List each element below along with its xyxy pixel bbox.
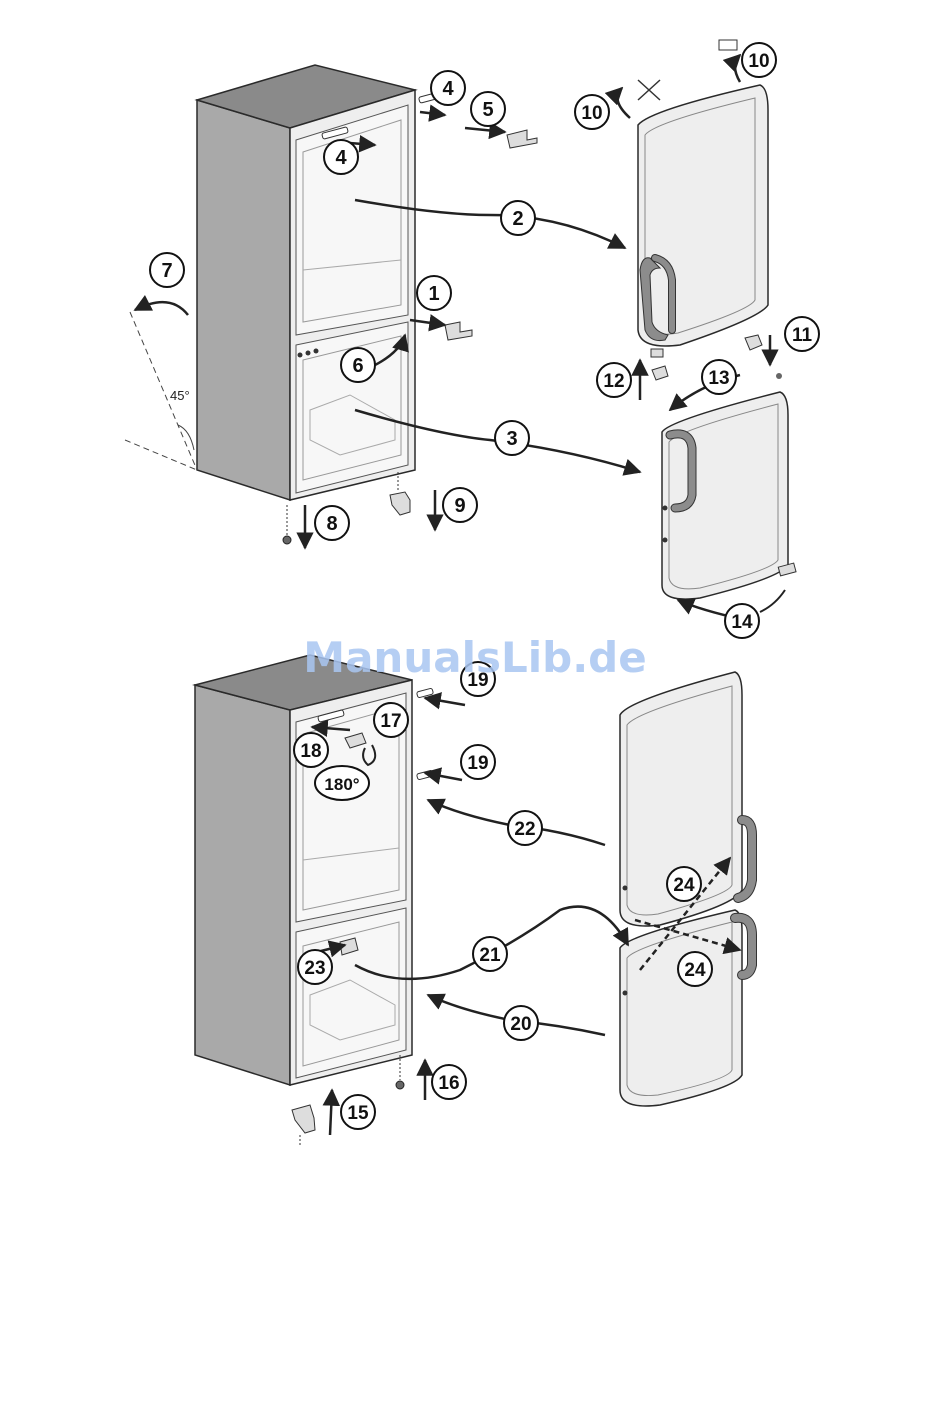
svg-text:18: 18 (300, 741, 321, 762)
step-7-marker: 7 (150, 253, 184, 287)
step-18-marker: 18 (294, 733, 328, 767)
svg-text:5: 5 (482, 99, 493, 121)
step-10-marker-right: 10 (742, 43, 776, 77)
svg-text:21: 21 (479, 945, 501, 966)
svg-text:10: 10 (581, 103, 602, 124)
step-14-marker: 14 (725, 604, 759, 638)
step-15-marker: 15 (341, 1095, 375, 1129)
watermark-text: ManualsLib.de (303, 633, 646, 682)
svg-text:14: 14 (731, 612, 753, 633)
step-4-marker-lower: 4 (324, 140, 358, 174)
step-22-marker: 22 (508, 811, 542, 845)
svg-text:22: 22 (514, 819, 535, 840)
upper-door-removed (638, 85, 768, 346)
fridge-cabinet-top-diagram (197, 65, 415, 500)
step-1-marker: 1 (417, 276, 451, 310)
tilt-angle-guide: 45° (125, 312, 197, 470)
step-20-marker: 20 (504, 1006, 538, 1040)
svg-text:17: 17 (380, 711, 401, 732)
svg-text:15: 15 (347, 1103, 369, 1124)
lower-door-reinstalled (620, 910, 752, 1106)
svg-text:8: 8 (326, 513, 337, 535)
svg-text:1: 1 (428, 283, 439, 305)
step-12-marker: 12 (597, 363, 631, 397)
svg-text:20: 20 (510, 1014, 531, 1035)
step-4-marker-upper: 4 (431, 71, 465, 105)
angle-label: 45° (170, 388, 190, 403)
svg-text:23: 23 (304, 958, 325, 979)
svg-text:9: 9 (454, 495, 465, 517)
step-21-marker: 21 (473, 937, 507, 971)
step-6-marker: 6 (341, 348, 375, 382)
step-3-marker: 3 (495, 421, 529, 455)
rotation-180-marker: 180° (315, 766, 369, 800)
step-9-marker: 9 (443, 488, 477, 522)
step-8-marker: 8 (315, 506, 349, 540)
svg-text:16: 16 (438, 1073, 459, 1094)
lower-door-removed (662, 392, 788, 599)
svg-text:3: 3 (506, 428, 517, 450)
step-19-marker-lower: 19 (461, 745, 495, 779)
svg-text:180°: 180° (324, 775, 359, 794)
svg-text:19: 19 (467, 753, 488, 774)
step-5-marker: 5 (471, 92, 505, 126)
step-16-marker: 16 (432, 1065, 466, 1099)
step-11-marker: 11 (785, 317, 819, 351)
svg-text:7: 7 (161, 260, 172, 282)
step-2-marker: 2 (501, 201, 535, 235)
svg-text:4: 4 (442, 78, 454, 100)
svg-text:10: 10 (748, 51, 769, 72)
svg-text:24: 24 (673, 875, 695, 896)
svg-text:24: 24 (684, 960, 706, 981)
step-23-marker: 23 (298, 950, 332, 984)
svg-text:12: 12 (603, 371, 624, 392)
step-24-marker-upper: 24 (667, 867, 701, 901)
step-13-marker: 13 (702, 360, 736, 394)
step-24-marker-lower: 24 (678, 952, 712, 986)
step-10-marker-left: 10 (575, 95, 609, 129)
svg-text:13: 13 (708, 368, 729, 389)
svg-text:11: 11 (792, 325, 813, 346)
step-17-marker: 17 (374, 703, 408, 737)
svg-text:4: 4 (335, 147, 347, 169)
svg-text:2: 2 (512, 208, 523, 230)
svg-text:6: 6 (352, 355, 363, 377)
